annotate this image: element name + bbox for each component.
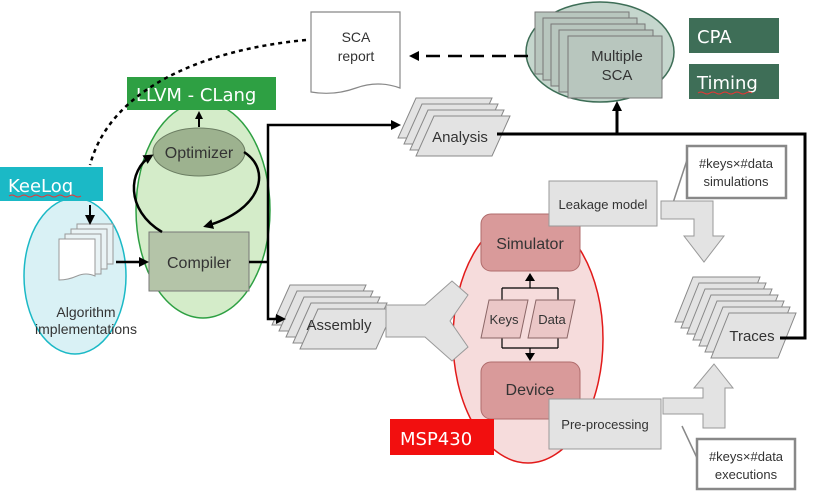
simulations-node: #keys×#data simulations	[685, 144, 788, 200]
simulations-label-line1: #keys×#data	[699, 156, 774, 171]
keeloq-badge: KeeLoq	[0, 167, 103, 201]
analysis-node: Analysis	[397, 97, 511, 157]
algorithm-label-line1: Algorithm	[56, 304, 115, 320]
compiler-to-optimizer-connector	[132, 154, 163, 234]
compiler-to-assembly-connector	[266, 262, 286, 324]
keys-label: Keys	[490, 312, 519, 327]
sca-report-node: SCA report	[310, 11, 401, 94]
algorithm-label-line2: implementations	[35, 321, 137, 337]
timing-badge: Timing	[689, 64, 779, 99]
optimizer-label: Optimizer	[165, 145, 234, 162]
simulations-connector	[671, 159, 688, 207]
multiple-sca-node: Multiple SCA	[534, 11, 663, 99]
analysis-label: Analysis	[432, 129, 488, 146]
timing-badge-label: Timing	[696, 73, 758, 94]
sca-report-label-line1: SCA	[342, 29, 371, 45]
leakage-to-traces-arrow	[660, 200, 726, 263]
device-label: Device	[506, 382, 555, 399]
optimizer-node: Optimizer	[152, 127, 246, 177]
executions-label-line2: executions	[715, 467, 778, 482]
report-to-keeloq-connector	[88, 38, 307, 166]
llvm-badge-label: LLVM - CLang	[136, 85, 256, 106]
data-label: Data	[538, 312, 566, 327]
compiler-node: Compiler	[148, 231, 250, 292]
keys-node: Keys	[480, 299, 529, 339]
pre-processing-node: Pre-processing	[548, 398, 662, 450]
pre-processing-label: Pre-processing	[561, 417, 648, 432]
executions-label-line1: #keys×#data	[709, 449, 784, 464]
preprocess-to-traces-arrow	[662, 363, 735, 429]
fork-arrow	[385, 280, 469, 362]
algorithm-node: Algorithm implementations	[35, 223, 137, 337]
leakage-model-node: Leakage model	[548, 180, 658, 227]
llvm-badge: LLVM - CLang	[127, 77, 276, 110]
simulator-label: Simulator	[496, 236, 564, 253]
compiler-to-analysis-connector	[266, 120, 401, 262]
traces-to-sca-connector	[617, 132, 807, 340]
simulator-node: Simulator	[480, 213, 581, 272]
data-node: Data	[527, 299, 576, 339]
keeloq-badge-label: KeeLoq	[8, 176, 73, 197]
sca-report-label-line2: report	[338, 48, 375, 64]
leakage-model-label: Leakage model	[559, 197, 648, 212]
analysis-to-sca-connector	[497, 101, 622, 136]
optimizer-to-compiler-connector	[203, 150, 261, 229]
multiple-sca-label-line1: Multiple	[591, 48, 643, 65]
executions-node: #keys×#data executions	[695, 437, 797, 491]
cpa-badge: CPA	[689, 18, 779, 53]
traces-label: Traces	[729, 328, 774, 345]
cpa-badge-label: CPA	[697, 27, 732, 48]
simulations-label-line2: simulations	[703, 174, 769, 189]
multiple-sca-label-line2: SCA	[602, 67, 633, 84]
assembly-label: Assembly	[306, 317, 372, 334]
compiler-label: Compiler	[167, 255, 232, 272]
executions-connector	[681, 425, 698, 459]
assembly-node: Assembly	[271, 284, 395, 350]
traces-node: Traces	[674, 276, 797, 359]
msp430-badge: MSP430	[390, 419, 494, 455]
msp430-badge-label: MSP430	[400, 429, 472, 450]
